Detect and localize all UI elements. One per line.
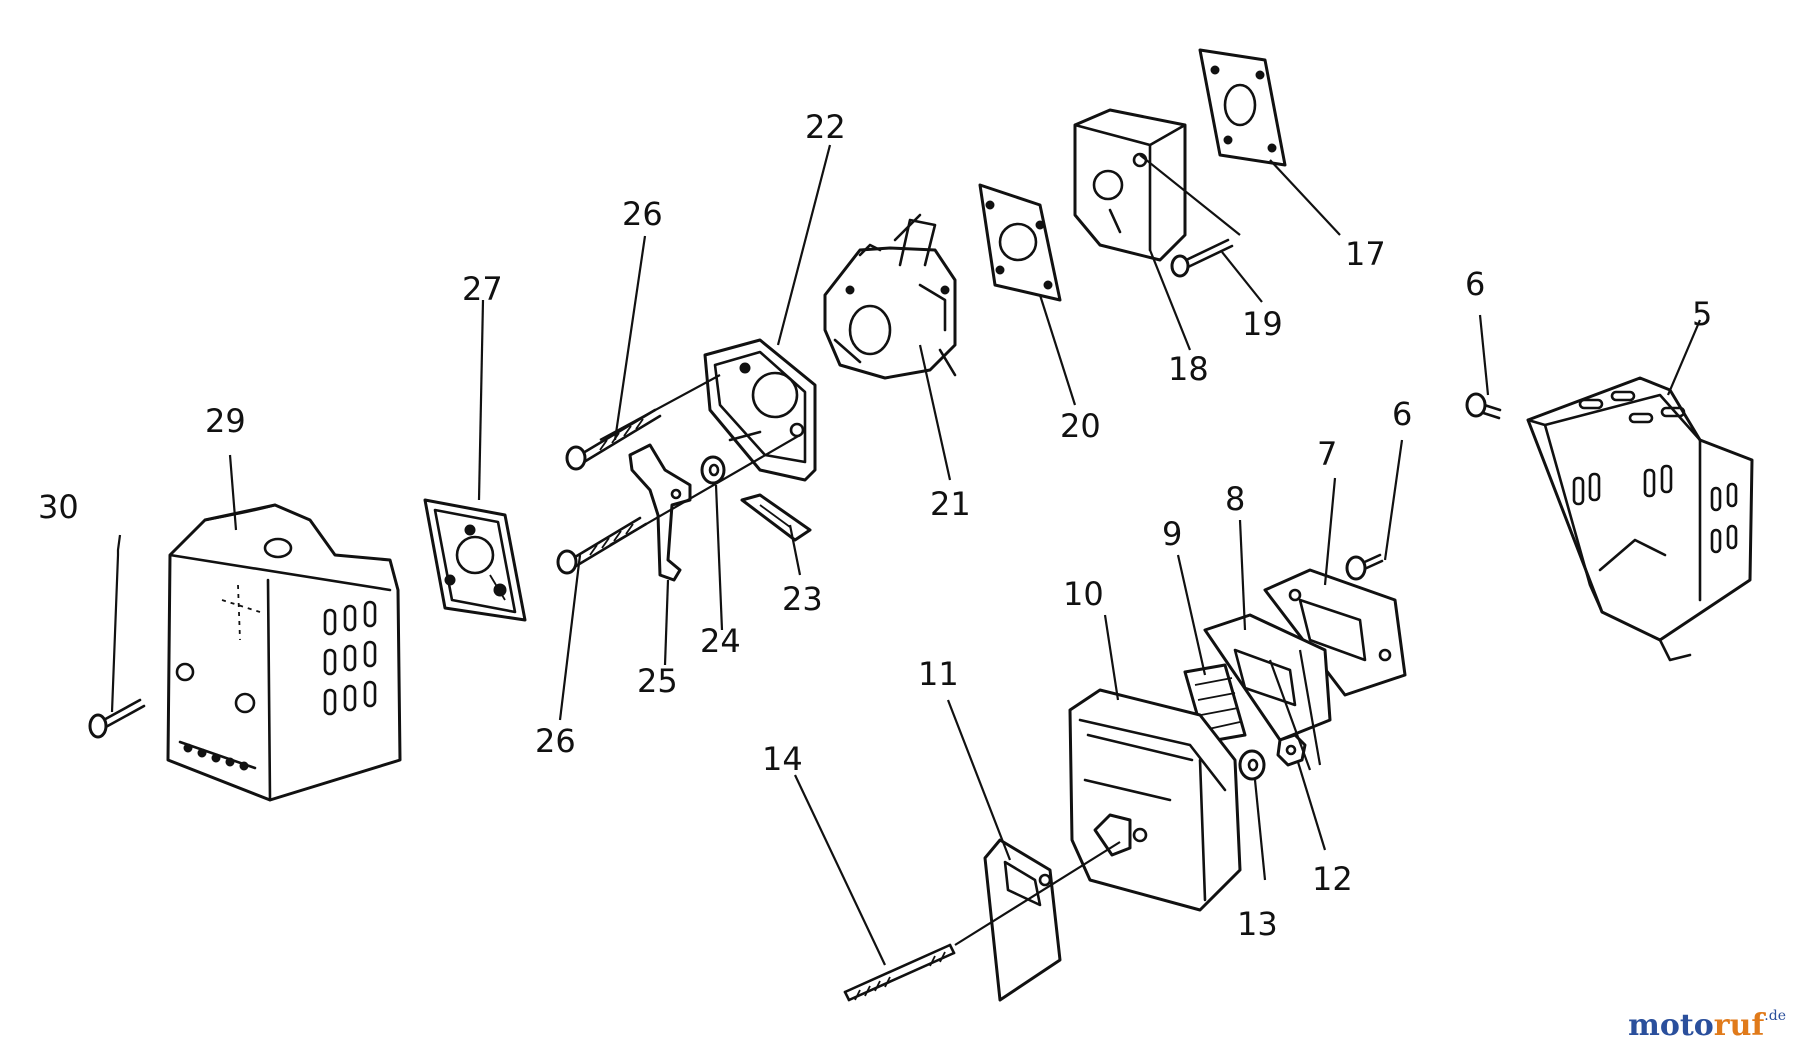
part-13-washer <box>1238 749 1266 781</box>
leader-14 <box>794 774 886 966</box>
callout-23: 23 <box>782 580 823 618</box>
callout-30: 30 <box>38 488 79 526</box>
leader-5 <box>1666 319 1702 396</box>
callout-22: 22 <box>805 108 846 146</box>
part-12-nut <box>1276 733 1307 767</box>
leader-26-lower <box>558 554 582 721</box>
assembly-line-18-19 <box>1139 154 1241 236</box>
part-26-bolt-lower <box>556 516 648 575</box>
callout-6-lower: 6 <box>1392 395 1412 433</box>
part-6-screw-lower <box>1345 553 1384 581</box>
part-7-flange <box>1263 568 1407 697</box>
leader-12 <box>1296 761 1327 851</box>
assembly-line-14 <box>954 841 1121 946</box>
part-19-screw <box>1170 238 1234 278</box>
leader-22 <box>776 144 832 346</box>
leader-19 <box>1221 251 1263 303</box>
part-18-insulator <box>1073 108 1187 262</box>
part-30-screw <box>88 698 146 739</box>
leader-8 <box>1238 519 1247 631</box>
leader-25 <box>663 579 670 666</box>
callout-6-upper: 6 <box>1465 265 1485 303</box>
callout-19: 19 <box>1242 305 1283 343</box>
assembly-line-upper-bolt <box>599 374 721 441</box>
callout-26-lower: 26 <box>535 722 576 760</box>
part-22-filter-housing <box>703 338 817 482</box>
leader-6-lower <box>1383 439 1404 561</box>
leader-27 <box>477 299 485 501</box>
assembly-line-8 <box>1268 659 1312 771</box>
callout-14: 14 <box>762 740 803 778</box>
callout-7: 7 <box>1317 435 1337 473</box>
callout-18: 18 <box>1168 350 1209 388</box>
part-27-gasket <box>423 498 527 622</box>
leader-23 <box>788 524 802 576</box>
assembly-line-lower-bolt <box>609 434 801 546</box>
part-11-plate <box>983 838 1062 1002</box>
callout-11: 11 <box>918 655 959 693</box>
callout-12: 12 <box>1312 860 1353 898</box>
part-23-filter-element <box>740 493 812 542</box>
callout-21: 21 <box>930 485 971 523</box>
callout-9: 9 <box>1162 515 1182 553</box>
part-24-washer <box>700 455 726 485</box>
watermark-part-2: ruf <box>1713 1008 1765 1043</box>
callout-17: 17 <box>1345 235 1386 273</box>
callout-26-upper: 26 <box>622 195 663 233</box>
leader-6-upper <box>1478 314 1490 396</box>
callout-24: 24 <box>700 622 741 660</box>
part-14-stud <box>843 943 956 1002</box>
part-6-screw-upper <box>1465 392 1502 420</box>
motoruf-watermark: motoruf.de <box>1628 1008 1786 1043</box>
leader-10 <box>1103 614 1120 701</box>
part-8-gasket <box>1203 613 1332 742</box>
leader-7 <box>1323 477 1337 586</box>
callout-13: 13 <box>1237 905 1278 943</box>
callout-8: 8 <box>1225 480 1245 518</box>
callout-5: 5 <box>1692 295 1712 333</box>
part-17-gasket <box>1198 48 1287 167</box>
part-10-muffler <box>1068 688 1242 912</box>
callout-27: 27 <box>462 270 503 308</box>
leader-9 <box>1176 554 1207 676</box>
leader-20 <box>1038 294 1077 406</box>
part-29-cover <box>166 503 402 802</box>
leader-29 <box>228 454 238 531</box>
callout-labels: 5 6 6 7 8 9 10 11 12 13 14 17 18 19 20 2… <box>38 108 1712 943</box>
callout-25: 25 <box>637 662 678 700</box>
part-25-bracket <box>628 443 692 582</box>
leader-11 <box>946 699 1012 861</box>
callout-29: 29 <box>205 402 246 440</box>
leader-24 <box>714 484 724 631</box>
leader-18 <box>1148 249 1192 351</box>
leader-30 <box>110 534 122 713</box>
leader-lines <box>110 144 1702 966</box>
callout-10: 10 <box>1063 575 1104 613</box>
part-20-gasket <box>978 183 1062 302</box>
watermark-part-3: .de <box>1764 1008 1786 1024</box>
leader-17 <box>1269 159 1341 236</box>
leader-13 <box>1253 779 1267 881</box>
callout-20: 20 <box>1060 407 1101 445</box>
leader-21 <box>918 344 952 481</box>
assembly-line-7 <box>1298 649 1322 766</box>
part-21-carburetor <box>823 213 957 380</box>
watermark-part-1: moto <box>1628 1008 1714 1043</box>
leader-26-upper <box>613 235 647 441</box>
part-5-muffler-cover <box>1526 376 1754 662</box>
